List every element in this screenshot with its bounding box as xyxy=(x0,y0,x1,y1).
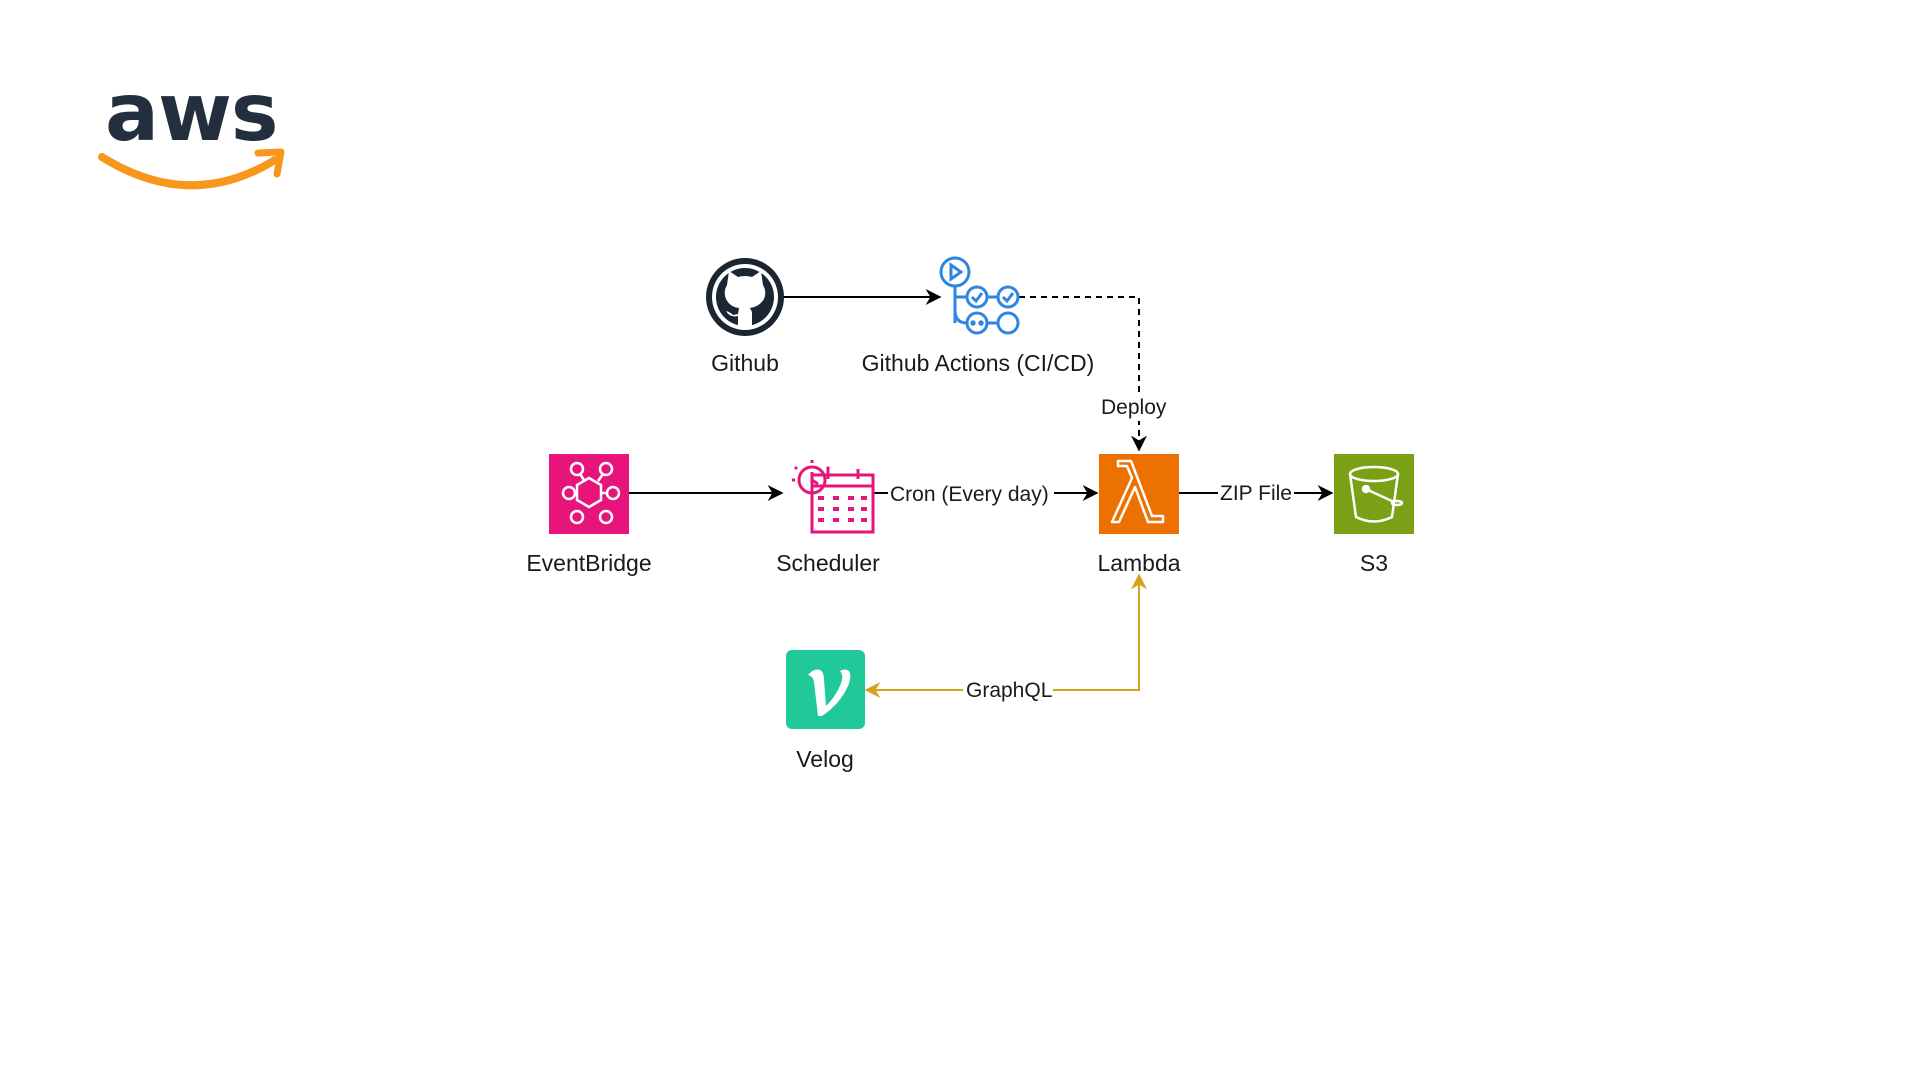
edge-lambda-velog: GraphQL xyxy=(864,573,1147,705)
github-label: Github xyxy=(711,350,779,376)
github-icon xyxy=(706,258,784,336)
lambda-label: Lambda xyxy=(1097,550,1180,576)
github-actions-icon xyxy=(939,256,1020,335)
node-s3[interactable]: S3 xyxy=(1334,454,1414,576)
s3-label: S3 xyxy=(1360,550,1388,576)
node-github-actions[interactable]: Github Actions (CI/CD) xyxy=(862,256,1095,376)
s3-bucket-icon xyxy=(1334,454,1414,534)
zip-file-label: ZIP File xyxy=(1220,482,1292,505)
edge-lambda-to-s3: ZIP File xyxy=(1178,479,1334,507)
node-velog[interactable]: Velog xyxy=(786,650,865,772)
eventbridge-icon xyxy=(549,454,629,534)
node-eventbridge[interactable]: EventBridge xyxy=(526,454,652,576)
edge-actions-to-lambda: Deploy xyxy=(1019,296,1183,452)
graphql-label: GraphQL xyxy=(966,679,1052,702)
cron-label: Cron (Every day) xyxy=(890,483,1049,506)
scheduler-label: Scheduler xyxy=(776,550,880,576)
velog-icon xyxy=(786,650,865,729)
node-github[interactable]: Github xyxy=(706,258,784,376)
eventbridge-label: EventBridge xyxy=(526,550,651,576)
github-actions-label: Github Actions (CI/CD) xyxy=(862,350,1095,376)
velog-label: Velog xyxy=(796,746,854,772)
aws-smile-arrow xyxy=(98,153,279,190)
node-lambda[interactable]: Lambda xyxy=(1097,454,1181,576)
edge-scheduler-to-lambda: Cron (Every day) xyxy=(873,479,1099,509)
lambda-icon xyxy=(1099,454,1179,534)
aws-wordmark: aws xyxy=(105,66,278,159)
scheduler-icon xyxy=(792,460,875,534)
aws-smile-arrowhead xyxy=(254,148,285,178)
aws-logo: aws xyxy=(98,66,285,190)
deploy-label: Deploy xyxy=(1101,396,1167,419)
node-scheduler[interactable]: Scheduler xyxy=(776,460,880,576)
